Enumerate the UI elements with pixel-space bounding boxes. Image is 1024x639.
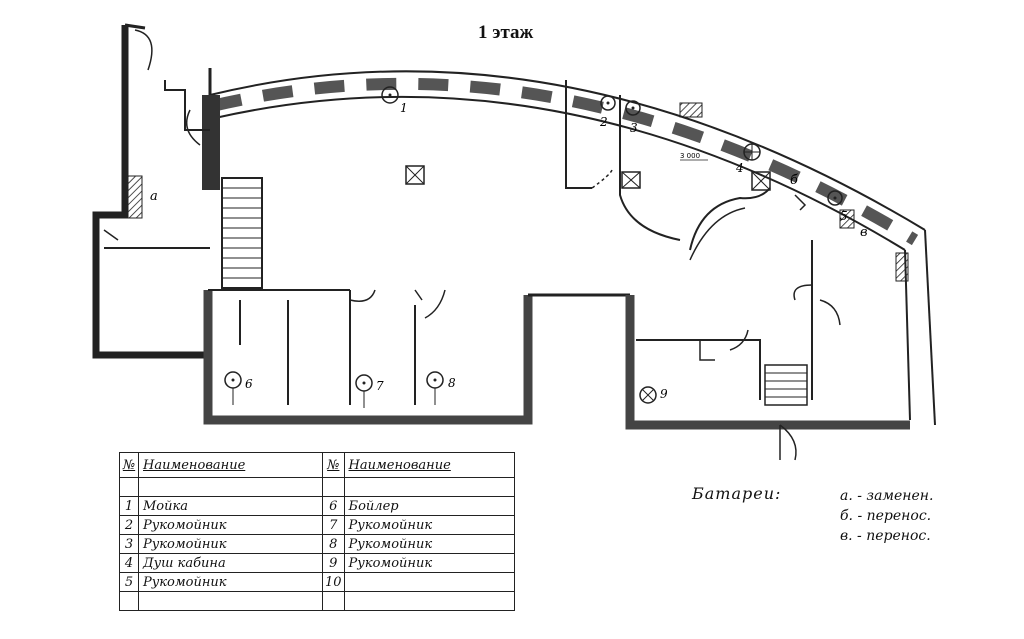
legend-item: в. - перенос. (840, 528, 931, 544)
upper-partitions (565, 80, 807, 261)
fixture-label: 1 (400, 101, 408, 115)
table-row: 2 Рукомойник 7 Рукомойник (119, 515, 516, 535)
dimension-note: 3 000 (680, 152, 700, 160)
radiator-label-b: б (790, 173, 798, 188)
left-wing-walls (92, 23, 220, 359)
row-num: 9 (322, 553, 345, 573)
fixture-marker: 4 (735, 143, 761, 175)
row-name: Рукомойник (343, 553, 516, 573)
fixture-marker: 9 (639, 386, 668, 404)
row-name: Душ кабина (138, 553, 323, 573)
table-header-row: № Наименование № Наименование (119, 452, 516, 478)
row-num: 3 (119, 534, 139, 554)
row-num: 1 (119, 496, 139, 516)
table-row (119, 477, 516, 497)
table-row: 1 Мойка 6 Бойлер (119, 496, 516, 516)
fixtures-table: № Наименование № Наименование 1 Мойка 6 … (119, 452, 516, 611)
right-exterior-wall (895, 229, 936, 426)
table-row: 5 Рукомойник 10 (119, 572, 516, 592)
ceiling-units (405, 165, 771, 191)
row-num: 10 (322, 572, 345, 592)
floor-title: 1 этаж (478, 22, 534, 43)
row-name: Рукомойник (138, 515, 323, 535)
row-num: 7 (322, 515, 345, 535)
fixture-marker: 5 (827, 190, 848, 223)
row-name: Рукомойник (343, 534, 516, 554)
curved-facade-wall (209, 70, 926, 251)
fixture-label: 9 (660, 387, 668, 401)
staircase-entrance (764, 364, 808, 461)
fixture-label: 5 (840, 209, 848, 223)
fixture-marker: 1 (381, 86, 408, 115)
radiator-legend: Батареи: а. - заменен. б. - перенос. в. … (692, 480, 992, 560)
table-row: 3 Рукомойник 8 Рукомойник (119, 534, 516, 554)
fixture-label: 4 (735, 161, 744, 175)
col-header-num: № (322, 452, 345, 478)
row-num: 6 (322, 496, 345, 516)
row-name: Рукомойник (138, 534, 323, 554)
fixture-marker: 2 (599, 95, 616, 129)
radiator-label-v: в (860, 225, 868, 240)
row-name: Рукомойник (138, 572, 323, 592)
table-row: 4 Душ кабина 9 Рукомойник (119, 553, 516, 573)
row-num: 5 (119, 572, 139, 592)
fixture-marker: 6 (224, 371, 253, 405)
fixture-label: 8 (448, 376, 456, 390)
row-num: 2 (119, 515, 139, 535)
row-name: Мойка (138, 496, 323, 516)
table-row (119, 591, 516, 611)
legend-item: б. - перенос. (840, 508, 932, 524)
staircase-left (221, 177, 263, 289)
fixture-label: 2 (599, 115, 608, 129)
col-header-name: Наименование (138, 452, 323, 478)
col-header-num: № (119, 452, 139, 478)
fixture-label: 3 (630, 121, 638, 135)
row-name: Бойлер (343, 496, 516, 516)
row-name: Рукомойник (343, 515, 516, 535)
radiator-label-a: а (150, 189, 158, 204)
row-name (343, 572, 516, 592)
radiator-markers (127, 102, 855, 229)
fixture-marker: 3 (625, 100, 641, 135)
bottom-rooms-walls (203, 240, 910, 430)
legend-title: Батареи: (692, 484, 782, 503)
row-num: 4 (119, 553, 139, 573)
fixture-marker: 7 (355, 374, 384, 408)
fixture-label: 6 (245, 377, 253, 391)
fixture-marker: 8 (426, 371, 456, 405)
col-header-name: Наименование (343, 452, 516, 478)
fixture-label: 7 (376, 379, 384, 393)
row-num: 8 (322, 534, 345, 554)
legend-item: а. - заменен. (840, 488, 934, 504)
